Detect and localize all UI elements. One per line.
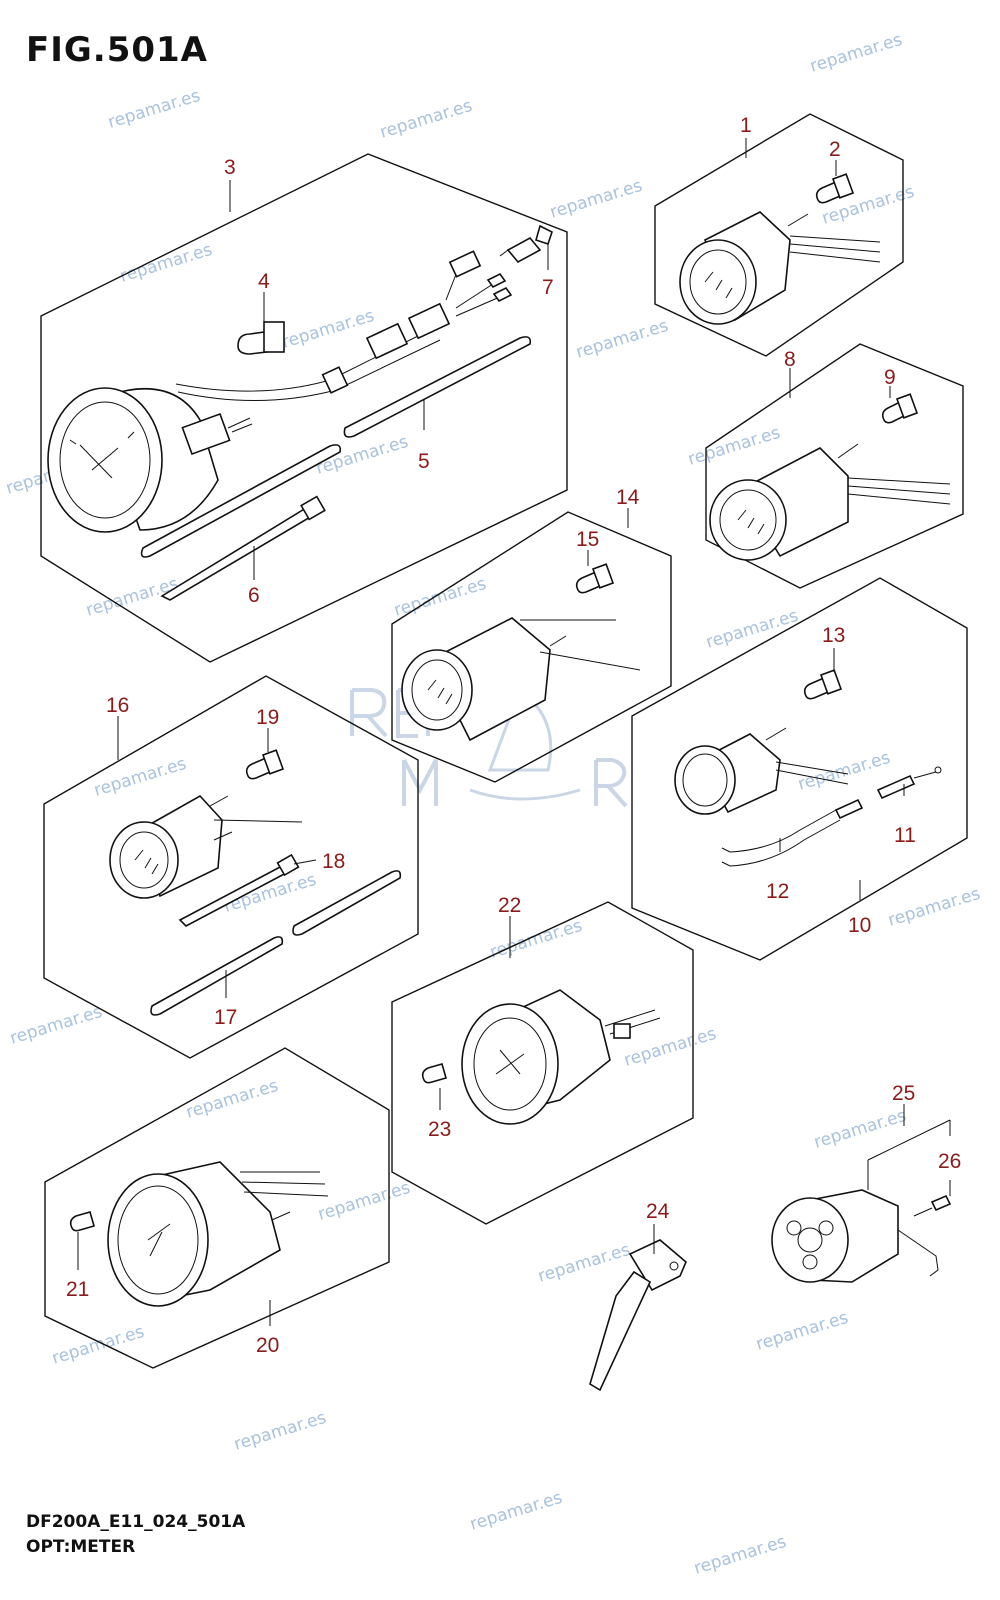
watermark: repamar.es [92, 754, 189, 801]
watermark: repamar.es [488, 916, 585, 963]
callout-3: 3 [224, 156, 236, 179]
callout-1: 1 [740, 114, 752, 137]
watermark: repamar.es [548, 176, 645, 223]
bulb-9 [881, 393, 919, 424]
watermark: repamar.es [118, 240, 215, 287]
figure-code: DF200A_E11_024_501A [26, 1512, 246, 1532]
kit-box-3 [40, 153, 568, 663]
mount-25 [771, 1189, 939, 1283]
gauge-1 [679, 211, 881, 325]
callout-4: 4 [258, 270, 270, 293]
callout-19: 19 [256, 706, 279, 729]
gauge-20 [107, 1161, 329, 1307]
hose-17 [150, 870, 402, 1016]
watermark: repamar.es [232, 1408, 329, 1455]
kit-box-14 [391, 511, 672, 783]
kit-box-10 [631, 577, 968, 961]
watermark: repamar.es [692, 1532, 789, 1579]
callout-8: 8 [784, 348, 796, 371]
callout-14: 14 [616, 486, 640, 509]
gauge-8 [709, 443, 951, 561]
screw-26 [913, 1194, 952, 1217]
sender-7 [499, 224, 553, 264]
callout-23: 23 [428, 1118, 451, 1141]
callout-17: 17 [214, 1006, 237, 1029]
callout-15: 15 [576, 528, 599, 551]
callout-22: 22 [498, 894, 521, 917]
watermark: repamar.es [574, 316, 671, 363]
gauge-14 [401, 617, 641, 742]
watermark: repamar.es [622, 1024, 719, 1071]
bulb-2 [815, 173, 855, 204]
bulb-4 [237, 321, 285, 355]
hose-5 [140, 336, 532, 558]
callout-5: 5 [418, 450, 430, 473]
callout-10: 10 [848, 914, 871, 937]
callout-25: 25 [892, 1082, 915, 1105]
watermark: repamar.es [796, 748, 893, 795]
watermark: repamar.es [316, 1178, 413, 1225]
callout-6: 6 [248, 584, 260, 607]
watermark: repamar.es [754, 1308, 851, 1355]
watermark: repamar.es [280, 306, 377, 353]
callout-labels: 1 2 3 4 5 6 7 8 9 10 11 12 13 14 15 16 1… [66, 114, 961, 1357]
watermark: repamar.es [392, 574, 489, 621]
callout-11: 11 [894, 824, 916, 847]
gauge-16 [109, 794, 303, 899]
callout-7: 7 [542, 276, 554, 299]
callout-16: 16 [106, 694, 129, 717]
callout-18: 18 [322, 850, 345, 873]
kit-box-16 [43, 675, 419, 1059]
watermark: repamar.es [468, 1488, 565, 1535]
callout-9: 9 [884, 366, 896, 389]
tie-6 [160, 495, 326, 601]
bracket-24 [589, 1239, 687, 1392]
figure-title: FIG.501A [26, 30, 208, 70]
bulb-23 [421, 1063, 447, 1084]
watermark: repamar.es [184, 1076, 281, 1123]
watermark: repamar.es [812, 1106, 909, 1153]
bulb-15 [575, 563, 615, 594]
figure-section: OPT:METER [26, 1537, 136, 1557]
gauge-13 [674, 727, 849, 815]
callout-20: 20 [256, 1334, 279, 1357]
callout-12: 12 [766, 880, 789, 903]
leader-lines [77, 138, 951, 1326]
gauge-3 [47, 250, 513, 533]
kit-box-8 [705, 343, 964, 589]
bulb-13 [803, 669, 843, 700]
watermark: repamar.es [886, 884, 983, 931]
callout-21: 21 [66, 1278, 89, 1301]
harness-11 [876, 766, 942, 800]
watermark: repamar.es [808, 30, 905, 77]
watermark: repamar.es [8, 1002, 105, 1049]
tie-18 [178, 853, 300, 927]
callout-24: 24 [646, 1200, 670, 1223]
watermark: repamar.es [378, 96, 475, 143]
gauge-22 [461, 989, 661, 1125]
kit-box-22 [391, 901, 694, 1225]
watermark: repamar.es [106, 86, 203, 133]
callout-2: 2 [829, 138, 841, 161]
bulb-19 [245, 749, 285, 780]
group-boxes [40, 113, 968, 1369]
watermark: repamar.es [50, 1322, 147, 1369]
callout-26: 26 [938, 1150, 961, 1173]
watermark: repamar.es [536, 1240, 633, 1287]
harness-12 [721, 798, 864, 867]
callout-13: 13 [822, 624, 845, 647]
watermark: repamar.es [704, 606, 801, 653]
kit-box-1 [654, 113, 904, 357]
bulb-21 [69, 1211, 95, 1232]
kit-box-20 [44, 1047, 390, 1369]
